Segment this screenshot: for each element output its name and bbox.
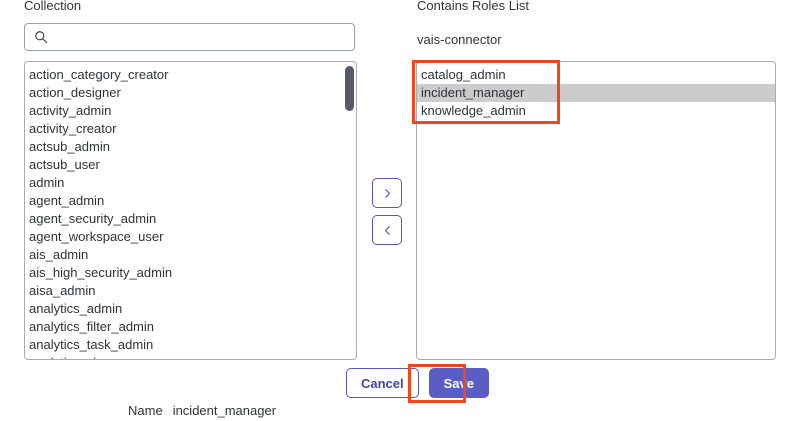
collection-option[interactable]: activity_creator bbox=[29, 121, 117, 136]
move-right-button[interactable] bbox=[372, 178, 402, 208]
collection-option[interactable]: aisa_admin bbox=[29, 283, 96, 298]
cancel-button[interactable]: Cancel bbox=[346, 368, 419, 398]
chevron-left-icon bbox=[381, 224, 394, 237]
collection-option[interactable]: ais_high_security_admin bbox=[29, 265, 173, 280]
record-name-value: incident_manager bbox=[172, 403, 277, 418]
collection-option[interactable]: agent_workspace_user bbox=[29, 229, 164, 244]
contains-roles-list-label: Contains Roles List bbox=[417, 0, 529, 13]
collection-scrollbar-thumb[interactable] bbox=[345, 66, 354, 111]
collection-option[interactable]: analytics_filter_admin bbox=[29, 319, 155, 334]
roles-option-selected[interactable]: incident_manager bbox=[417, 84, 775, 102]
scope-name: vais-connector bbox=[417, 32, 502, 47]
save-button[interactable]: Save bbox=[428, 368, 490, 398]
collection-option[interactable]: actsub_admin bbox=[29, 139, 110, 154]
roles-option[interactable]: catalog_admin bbox=[421, 67, 506, 82]
record-name-row: Name incident_manager bbox=[128, 403, 276, 418]
chevron-right-icon bbox=[381, 187, 394, 200]
collection-option[interactable]: actsub_user bbox=[29, 157, 100, 172]
collection-option[interactable]: ais_admin bbox=[29, 247, 89, 262]
collection-label: Collection bbox=[24, 0, 82, 13]
collection-option[interactable]: action_category_creator bbox=[29, 67, 169, 82]
collection-option[interactable]: admin bbox=[29, 175, 65, 190]
collection-option[interactable]: activity_admin bbox=[29, 103, 112, 118]
roles-option[interactable]: knowledge_admin bbox=[421, 103, 526, 118]
search-input[interactable] bbox=[48, 24, 354, 50]
search-icon bbox=[34, 30, 48, 44]
move-left-button[interactable] bbox=[372, 215, 402, 245]
collection-option[interactable]: analytics_viewer bbox=[25, 354, 356, 359]
collection-option[interactable]: agent_security_admin bbox=[29, 211, 157, 226]
collection-option[interactable]: action_designer bbox=[29, 85, 121, 100]
footer-actions: Cancel Save bbox=[346, 368, 490, 398]
collection-option[interactable]: analytics_admin bbox=[29, 301, 123, 316]
record-name-label: Name bbox=[128, 403, 163, 418]
search-input-wrapper[interactable] bbox=[24, 23, 355, 51]
collection-option[interactable]: analytics_task_admin bbox=[29, 337, 154, 352]
collection-scrollbar[interactable] bbox=[345, 64, 354, 359]
collection-option[interactable]: agent_admin bbox=[29, 193, 105, 208]
